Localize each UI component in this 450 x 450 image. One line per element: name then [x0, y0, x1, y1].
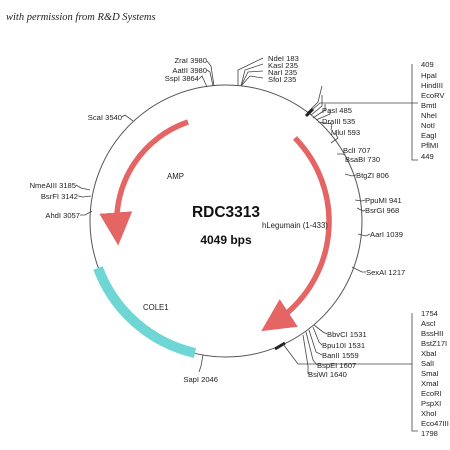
site-label-banii: BanII 1559 — [322, 351, 359, 360]
site-label-pasi: PasI 485 — [322, 106, 352, 115]
site-label-nmeaiii: NmeAIII 3185 — [30, 181, 76, 190]
site-label-bcli: BclI 707 — [343, 146, 370, 155]
mcs2-item: 1754 — [421, 309, 438, 318]
site-lines — [75, 57, 371, 374]
site-label-sspi: SspI 3864 — [165, 74, 199, 83]
mcs2-item: Eco47III — [421, 419, 449, 428]
site-label-draiii: DraIII 535 — [322, 117, 355, 126]
mcs2-item: PspXI — [421, 399, 441, 408]
mcs1-item: 449 — [421, 152, 434, 161]
mcs2-item: XmaI — [421, 379, 439, 388]
cole1-arc — [93, 266, 197, 358]
site-label-aari: AarI 1039 — [370, 230, 403, 239]
mcs1-item: HindIII — [421, 81, 443, 90]
mcs1-item: NotI — [421, 121, 435, 130]
permission-note: with permission from R&D Systems — [6, 12, 156, 23]
mcs2-item: EcoRI — [421, 389, 442, 398]
site-label-bspei: BspEI 1607 — [317, 361, 356, 370]
site-label-btgzi: BtgZI 806 — [356, 171, 389, 180]
site-label-bsabi: BsaBI 730 — [345, 155, 380, 164]
site-label-bsrgi: BsrGI 968 — [365, 206, 399, 215]
site-label-scai: ScaI 3540 — [88, 113, 122, 122]
mcs1-item: PflMI — [421, 141, 438, 150]
mcs2-item: SalI — [421, 359, 434, 368]
site-label-ndei: NdeI 183 — [268, 54, 299, 63]
mcs2-marker — [274, 313, 418, 432]
plasmid-size: 4049 bps — [200, 233, 252, 247]
mcs2-item: BssHII — [421, 329, 443, 338]
mcs2-list: 1754 AscI BssHII BstZ17I XbaI SalI SmaI … — [421, 309, 449, 438]
mcs1-marker — [304, 64, 418, 161]
site-label-bsiwi: BsiWI 1640 — [308, 370, 347, 379]
mcs1-item: EagI — [421, 131, 437, 140]
site-label-aatii: AatII 3980 — [172, 66, 207, 75]
site-label-zrai: ZraI 3980 — [174, 56, 207, 65]
restriction-site-labels: NdeI 183 KasI 235 NarI 235 SfoI 235 ZraI… — [30, 54, 406, 384]
mcs1-item: HpaI — [421, 71, 437, 80]
mcs1-item: NheI — [421, 111, 437, 120]
amp-arrow — [99, 119, 189, 246]
site-label-mlui: MluI 593 — [331, 128, 360, 137]
site-label-ahdi: AhdI 3057 — [45, 211, 80, 220]
hlegumain-label: hLegumain (1-433) — [262, 221, 328, 230]
hlegumain-arrow — [261, 136, 332, 332]
site-label-bpu10i: Bpu10I 1531 — [322, 341, 365, 350]
mcs2-item: AscI — [421, 319, 436, 328]
mcs2-item: XbaI — [421, 349, 437, 358]
site-label-nari: NarI 235 — [268, 68, 297, 77]
site-label-sexai: SexAI 1217 — [366, 268, 405, 277]
mcs2-item: BstZ17I — [421, 339, 447, 348]
site-label-sfoi: SfoI 235 — [268, 75, 296, 84]
mcs2-item: 1798 — [421, 429, 438, 438]
site-label-sapi: SapI 2046 — [183, 375, 218, 384]
plasmid-name: RDC3313 — [192, 204, 260, 221]
plasmid-backbone — [89, 84, 363, 358]
cole1-label: COLE1 — [143, 303, 169, 312]
mcs1-item: EcoRV — [421, 91, 445, 100]
mcs1-item: 409 — [421, 60, 434, 69]
mcs1-item: BmtI — [421, 101, 437, 110]
mcs2-item: SmaI — [421, 369, 439, 378]
site-label-ppumi: PpuMI 941 — [365, 196, 402, 205]
mcs2-item: XhoI — [421, 409, 437, 418]
site-label-bbvci: BbvCI 1531 — [327, 330, 367, 339]
site-label-bsrfi: BsrFI 3142 — [41, 192, 78, 201]
mcs1-list: 409 HpaI HindIII EcoRV BmtI NheI NotI Ea… — [421, 60, 445, 161]
site-label-kasi: KasI 235 — [268, 61, 298, 70]
amp-label: AMP — [167, 172, 184, 181]
